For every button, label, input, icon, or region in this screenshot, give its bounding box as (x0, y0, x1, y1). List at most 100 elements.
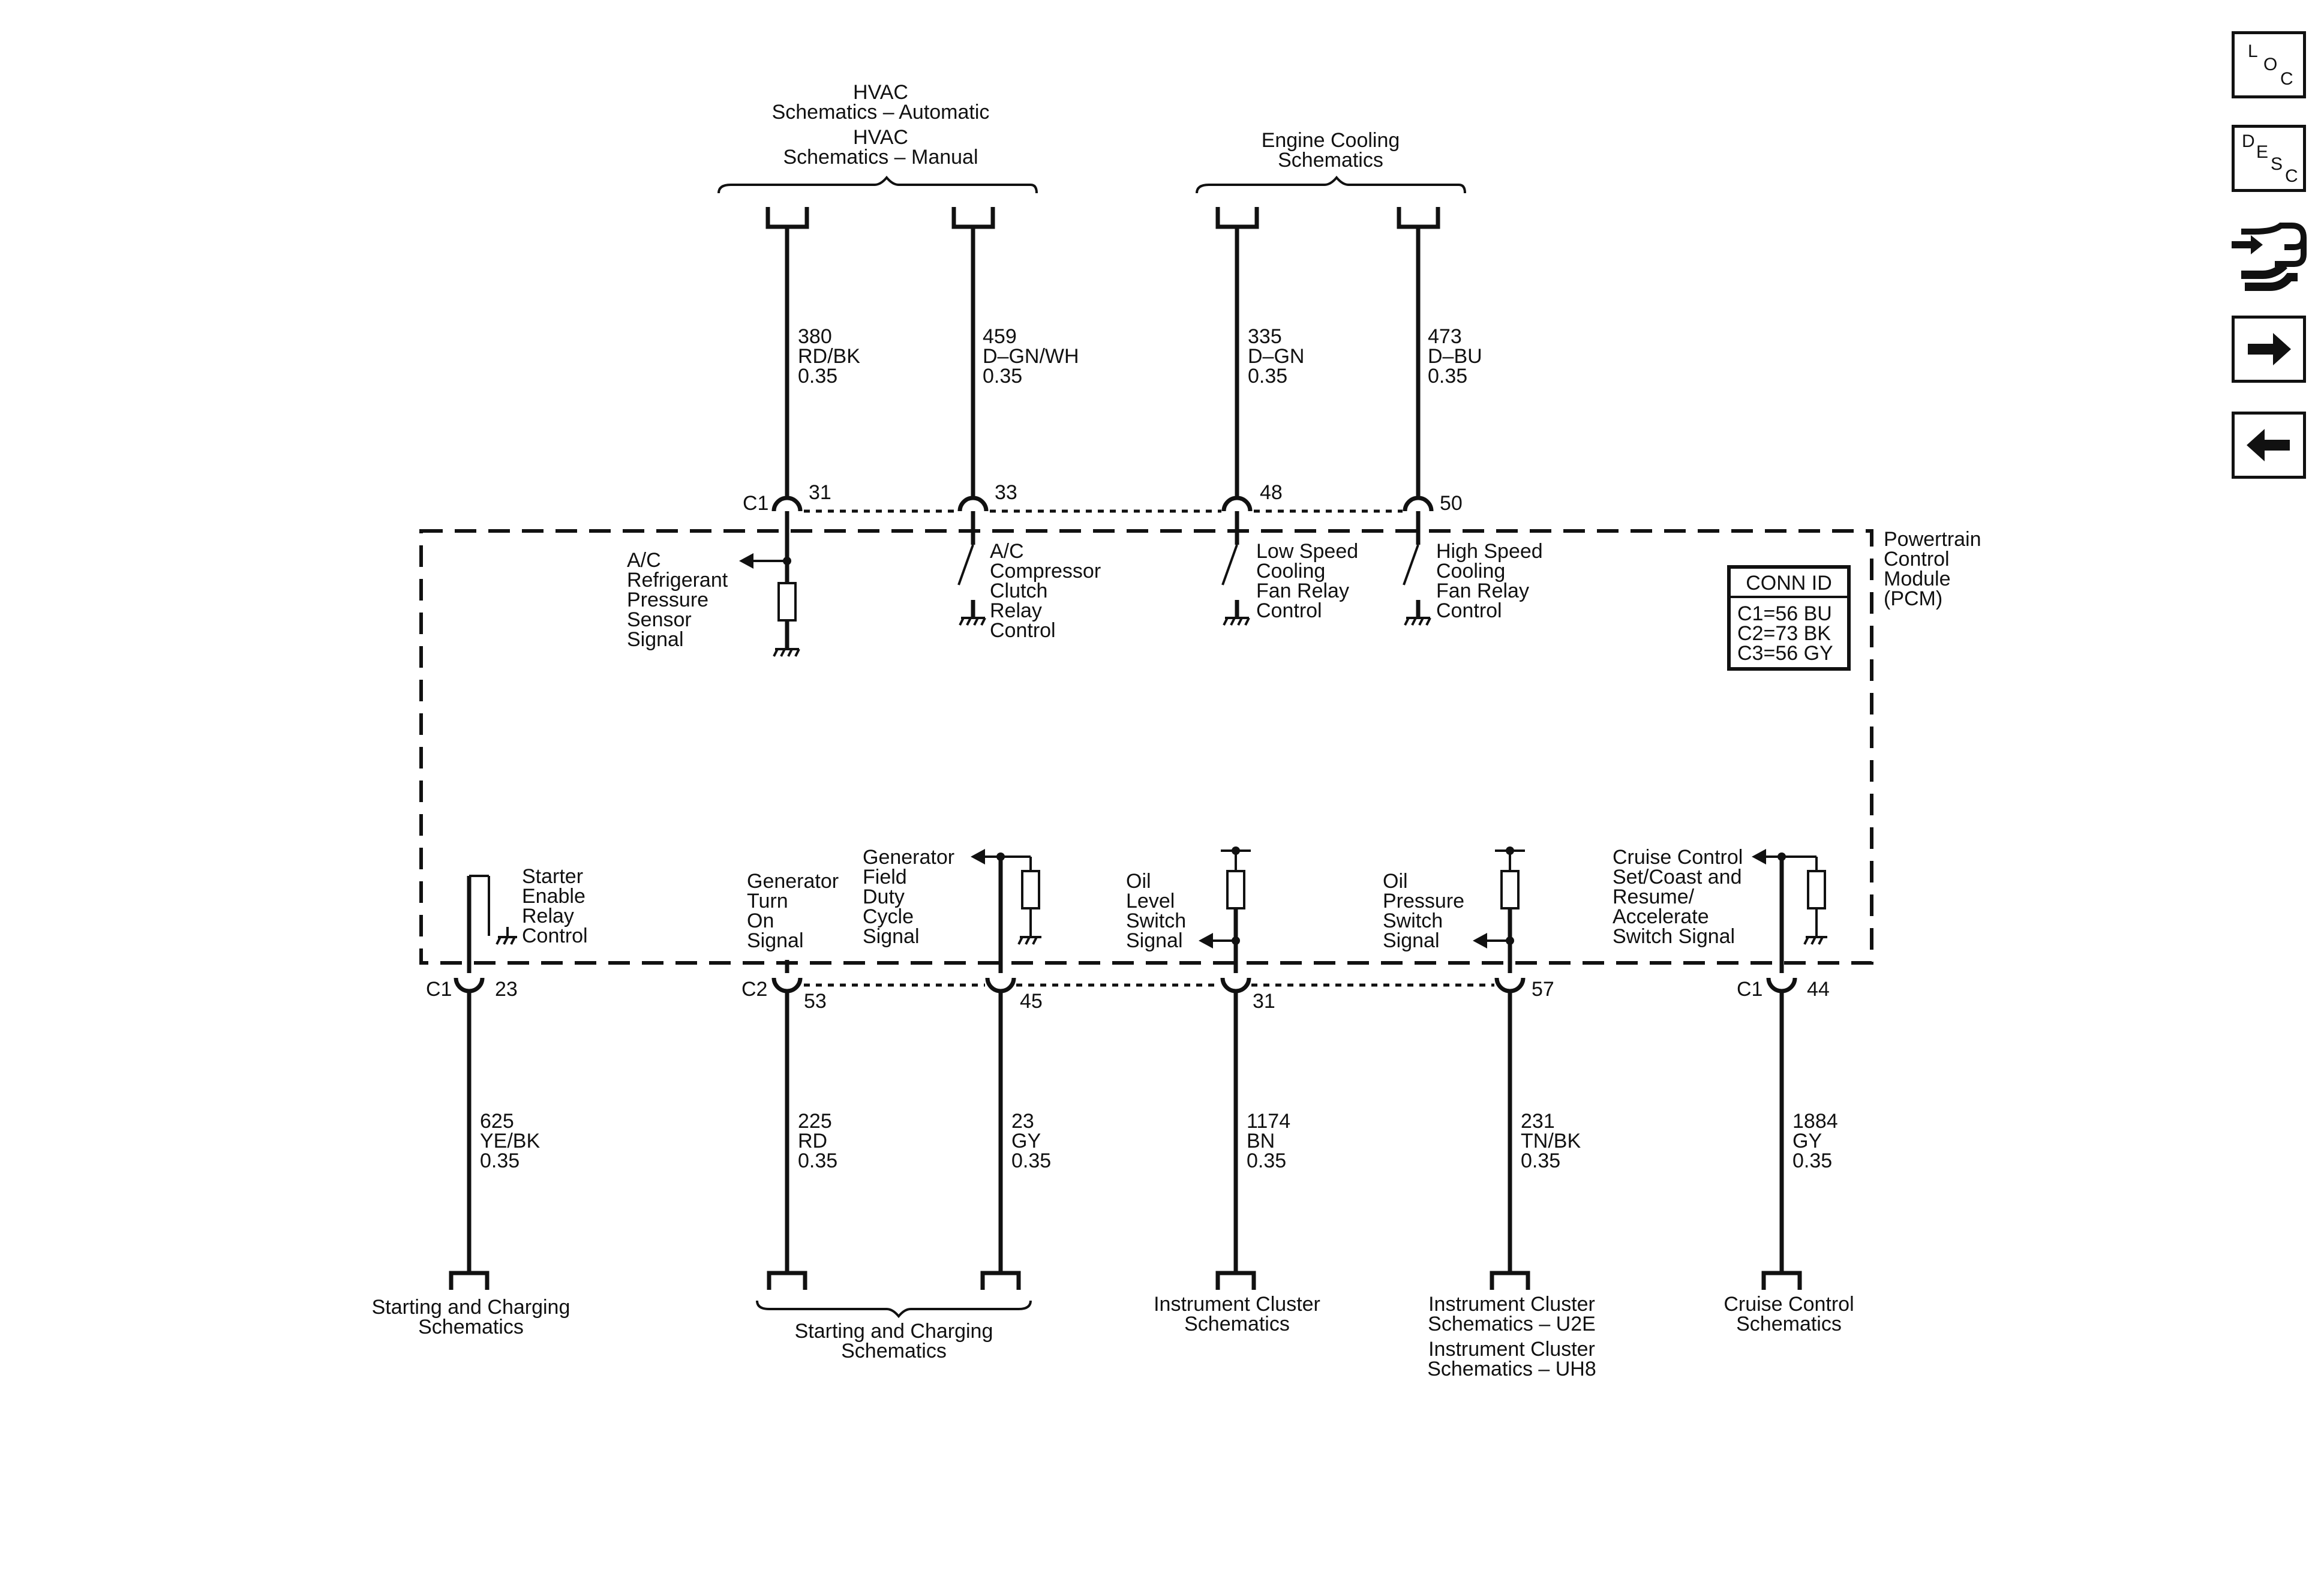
desc-letter-e: E (2256, 142, 2269, 162)
svg-text:A/C: A/C (990, 540, 1024, 563)
svg-text:Pressure: Pressure (627, 589, 708, 611)
svg-text:Instrument Cluster: Instrument Cluster (1428, 1293, 1595, 1316)
svg-text:0.35: 0.35 (983, 365, 1022, 388)
svg-text:Starting and Charging: Starting and Charging (795, 1320, 993, 1343)
svg-text:231: 231 (1521, 1110, 1555, 1133)
svg-text:Signal: Signal (627, 628, 684, 651)
svg-text:Generator: Generator (863, 846, 954, 869)
svg-text:C2=73 BK: C2=73 BK (1737, 622, 1831, 645)
engine-cooling-destination-label: Engine Cooling Schematics (1262, 129, 1400, 172)
svg-text:459: 459 (983, 325, 1017, 348)
svg-text:Powertrain: Powertrain (1884, 528, 1981, 551)
generator-turn-on-label: Generator Turn On Signal (747, 870, 839, 952)
svg-text:Generator: Generator (747, 870, 839, 893)
svg-text:0.35: 0.35 (1247, 1149, 1286, 1172)
svg-text:Signal: Signal (1383, 929, 1440, 952)
svg-text:D–GN/WH: D–GN/WH (983, 345, 1079, 368)
svg-text:A/C: A/C (627, 549, 661, 572)
svg-text:Refrigerant: Refrigerant (627, 569, 728, 592)
bottom-circuit-1884: 1884 GY 0.35 (1761, 991, 1838, 1290)
dest-starting-charging-1: Starting and Charging Schematics (372, 1296, 571, 1338)
top-circuit-335: 335 D–GN 0.35 (1215, 207, 1304, 497)
svg-text:0.35: 0.35 (1248, 365, 1287, 388)
svg-text:Instrument Cluster: Instrument Cluster (1428, 1338, 1595, 1361)
svg-text:Sensor: Sensor (627, 608, 692, 631)
svg-text:45: 45 (1020, 990, 1043, 1013)
svg-text:Oil: Oil (1126, 870, 1151, 893)
high-speed-fan-relay-switch: High Speed Cooling Fan Relay Control (1403, 540, 1543, 626)
svg-text:D–GN: D–GN (1248, 345, 1304, 368)
svg-text:Schematics: Schematics (841, 1340, 947, 1362)
svg-text:50: 50 (1440, 492, 1463, 515)
bottom-circuit-625: 625 YE/BK 0.35 (449, 991, 540, 1290)
svg-text:625: 625 (480, 1110, 514, 1133)
svg-text:Starter: Starter (522, 865, 583, 888)
arrow-right-icon (2248, 333, 2291, 365)
svg-text:Instrument Cluster: Instrument Cluster (1154, 1293, 1320, 1316)
svg-text:57: 57 (1532, 978, 1554, 1001)
wiring-harness-icon[interactable] (2227, 217, 2311, 294)
svg-text:0.35: 0.35 (1792, 1149, 1832, 1172)
dest-instrument-cluster-u2e-uh8: Instrument Cluster Schematics – U2E Inst… (1427, 1293, 1596, 1380)
svg-text:Cycle: Cycle (863, 905, 914, 928)
svg-text:Relay: Relay (522, 905, 574, 927)
cruise-control-circuit: Cruise Control Set/Coast and Resume/ Acc… (1613, 846, 1827, 973)
bottom-connectors: C1 23 C2 53 45 31 57 C1 44 (426, 977, 1830, 1013)
arrow-left-button[interactable] (2232, 412, 2306, 479)
conn-id-box: CONN ID C1=56 BU C2=73 BK C3=56 GY (1727, 565, 1851, 671)
svg-text:Schematics – UH8: Schematics – UH8 (1427, 1358, 1596, 1380)
svg-text:0.35: 0.35 (798, 1149, 837, 1172)
svg-text:High Speed: High Speed (1436, 540, 1543, 563)
hvac-bracket (717, 175, 1038, 194)
svg-text:YE/BK: YE/BK (480, 1130, 540, 1152)
bottom-circuit-1174: 1174 BN 0.35 (1215, 991, 1290, 1290)
arrow-left-icon (2247, 429, 2290, 461)
svg-text:Signal: Signal (1126, 929, 1183, 952)
oil-level-circuit: Oil Level Switch Signal (1126, 846, 1251, 973)
desc-letter-c: C (2285, 166, 2298, 186)
svg-text:C3=56 GY: C3=56 GY (1737, 642, 1833, 665)
svg-text:0.35: 0.35 (1011, 1149, 1051, 1172)
loc-letter-o: O (2263, 55, 2278, 74)
svg-text:Signal: Signal (747, 929, 804, 952)
dest-starting-charging-2: Starting and Charging Schematics (795, 1320, 993, 1362)
svg-text:Schematics: Schematics (418, 1316, 524, 1338)
svg-text:Cruise Control: Cruise Control (1724, 1293, 1854, 1316)
svg-text:Control: Control (522, 924, 588, 947)
svg-text:Switch: Switch (1126, 909, 1186, 932)
svg-text:Schematics: Schematics (1278, 149, 1383, 172)
bottom-circuit-225: 225 RD 0.35 (767, 991, 837, 1290)
svg-text:53: 53 (804, 990, 827, 1013)
svg-text:473: 473 (1428, 325, 1462, 348)
desc-button[interactable]: D E S C (2232, 125, 2306, 192)
svg-text:RD: RD (798, 1130, 827, 1152)
svg-text:TN/BK: TN/BK (1521, 1130, 1581, 1152)
dest-instrument-cluster: Instrument Cluster Schematics (1154, 1293, 1320, 1335)
svg-text:Schematics: Schematics (1736, 1313, 1842, 1335)
arrow-right-button[interactable] (2232, 316, 2306, 383)
svg-text:380: 380 (798, 325, 832, 348)
pcm-module-boundary (419, 529, 1873, 965)
dest-cruise-control: Cruise Control Schematics (1724, 1293, 1854, 1335)
svg-text:CONN ID: CONN ID (1746, 572, 1832, 595)
svg-text:0.35: 0.35 (1521, 1149, 1560, 1172)
svg-text:Cruise Control: Cruise Control (1613, 846, 1743, 869)
svg-text:Duty: Duty (863, 885, 905, 908)
svg-text:C1: C1 (1737, 978, 1762, 1001)
loc-button[interactable]: L O C (2232, 31, 2306, 98)
svg-text:Low Speed: Low Speed (1256, 540, 1358, 563)
svg-text:Schematics: Schematics (1184, 1313, 1290, 1335)
svg-text:335: 335 (1248, 325, 1282, 348)
svg-text:0.35: 0.35 (1428, 365, 1467, 388)
svg-text:(PCM): (PCM) (1884, 587, 1942, 610)
svg-text:225: 225 (798, 1110, 832, 1133)
svg-text:On: On (747, 909, 774, 932)
svg-text:Control: Control (1884, 548, 1950, 571)
svg-text:RD/BK: RD/BK (798, 345, 860, 368)
desc-letter-d: D (2242, 131, 2255, 151)
svg-text:Module: Module (1884, 568, 1951, 590)
svg-text:Starting and Charging: Starting and Charging (372, 1296, 571, 1319)
svg-text:Switch Signal: Switch Signal (1613, 925, 1735, 948)
loc-letter-c: C (2280, 69, 2293, 89)
svg-text:C1: C1 (426, 978, 452, 1001)
